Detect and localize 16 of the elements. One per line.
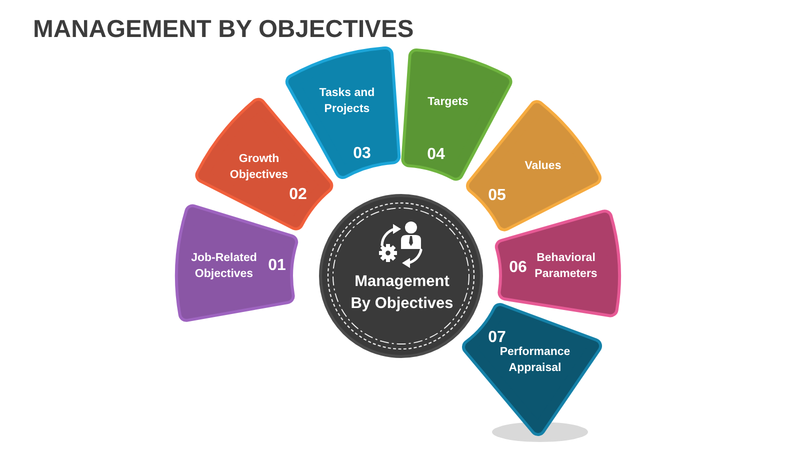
petal-label: Growth Objectives	[229, 152, 289, 183]
petal-label: Targets	[427, 95, 469, 110]
step-number: 04	[427, 146, 445, 164]
hub-label: Management By Objectives	[350, 272, 454, 314]
petal-label: Job-Related Objectives	[190, 251, 258, 282]
step-number: 02	[289, 186, 307, 204]
step-number: 01	[268, 257, 286, 275]
petal-label: Tasks and Projects	[318, 86, 376, 117]
step-number: 03	[353, 145, 371, 163]
step-number: 06	[509, 259, 527, 277]
petal-label: Values	[524, 159, 562, 174]
step-number: 07	[488, 329, 506, 346]
step-number: 05	[488, 187, 506, 205]
petal-label: Performance Appraisal	[499, 345, 571, 376]
title: MANAGEMENT BY OBJECTIVES	[33, 15, 414, 45]
petal-label: Behavioral Parameters	[534, 251, 598, 282]
